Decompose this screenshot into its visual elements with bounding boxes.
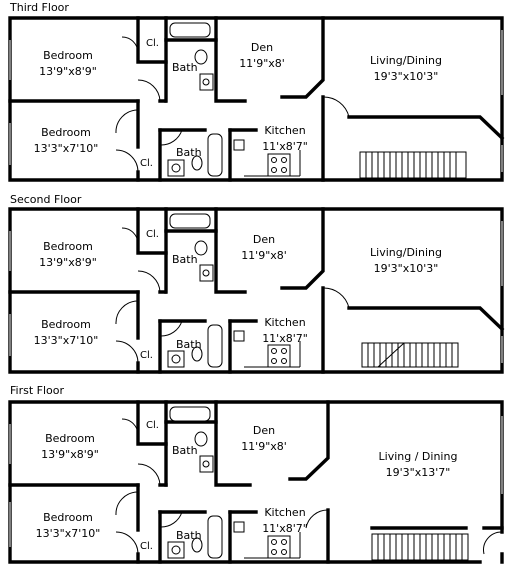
closet-label: Cl. [146, 229, 159, 240]
floor-title: First Floor [10, 384, 64, 397]
room-label: Bedroom [45, 432, 95, 445]
room-label: Bedroom [43, 511, 93, 524]
closet-label: Cl. [146, 38, 159, 49]
room-label: Bedroom [43, 240, 93, 253]
room-label: Bedroom [41, 318, 91, 331]
room-label: Kitchen [264, 124, 305, 137]
closet-label: Cl. [146, 420, 159, 431]
room-dimension: 11'9"x8' [239, 57, 285, 70]
room-dimension: 11'9"x8' [241, 440, 287, 453]
room-label: Living / Dining [379, 450, 458, 463]
room-dimension: 13'3"x7'10" [34, 142, 99, 155]
room-dimension: 11'x8'7" [262, 332, 308, 345]
room-label: Kitchen [264, 506, 305, 519]
staircase [371, 533, 469, 561]
room-label: Bath [176, 146, 202, 159]
room-label: Kitchen [264, 316, 305, 329]
staircase [359, 151, 467, 179]
room-dimension: 13'9"x8'9" [41, 448, 99, 461]
room-label: Den [253, 233, 275, 246]
room-label: Den [253, 424, 275, 437]
room-dimension: 11'9"x8' [241, 249, 287, 262]
room-label: Bath [176, 529, 202, 542]
room-label: Living/Dining [370, 246, 442, 259]
room-dimension: 11'x8'7" [262, 140, 308, 153]
third-floor-plan: Third Floor [8, 1, 505, 182]
floor-title: Second Floor [10, 193, 82, 206]
room-label: Bath [176, 338, 202, 351]
staircase [361, 342, 459, 368]
closet-label: Cl. [140, 350, 153, 361]
room-label: Den [251, 41, 273, 54]
room-dimension: 13'9"x8'9" [39, 65, 97, 78]
second-floor-plan: Second Floor [8, 193, 505, 374]
first-floor-plan: First Floor [8, 384, 504, 564]
floor-title: Third Floor [9, 1, 69, 14]
room-label: Bath [172, 444, 198, 457]
room-dimension: 19'3"x13'7" [386, 466, 451, 479]
closet-label: Cl. [140, 158, 153, 169]
room-label: Bath [172, 61, 198, 74]
room-label: Bedroom [41, 126, 91, 139]
room-dimension: 13'3"x7'10" [34, 334, 99, 347]
room-dimension: 13'9"x8'9" [39, 256, 97, 269]
room-label: Bedroom [43, 49, 93, 62]
closet-label: Cl. [140, 541, 153, 552]
room-label: Bath [172, 253, 198, 266]
room-dimension: 19'3"x10'3" [374, 70, 439, 83]
room-dimension: 13'3"x7'10" [36, 527, 101, 540]
room-dimension: 19'3"x10'3" [374, 262, 439, 275]
room-label: Living/Dining [370, 54, 442, 67]
room-dimension: 11'x8'7" [262, 522, 308, 535]
